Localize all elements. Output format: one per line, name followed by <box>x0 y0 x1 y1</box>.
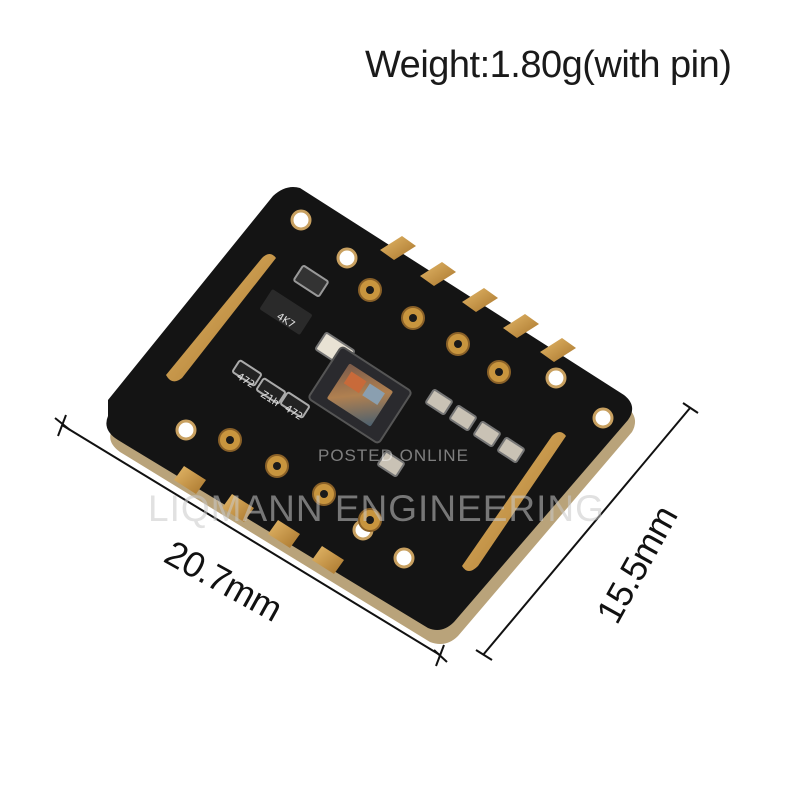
weight-label: Weight:1.80g(with pin) <box>365 44 732 86</box>
mounting-holes <box>175 209 614 569</box>
width-dimension-line <box>54 414 448 667</box>
optical-sensor-chip <box>308 346 412 444</box>
smd-components <box>232 265 525 477</box>
pcb-board: 4K7 472 Z1h 472 <box>106 187 636 644</box>
castellated-pads-bottom <box>174 466 344 574</box>
gold-strip-right <box>462 432 566 571</box>
height-dimension-line <box>475 402 699 661</box>
castellated-pads-top <box>380 236 576 362</box>
gold-strip-left <box>166 254 276 382</box>
